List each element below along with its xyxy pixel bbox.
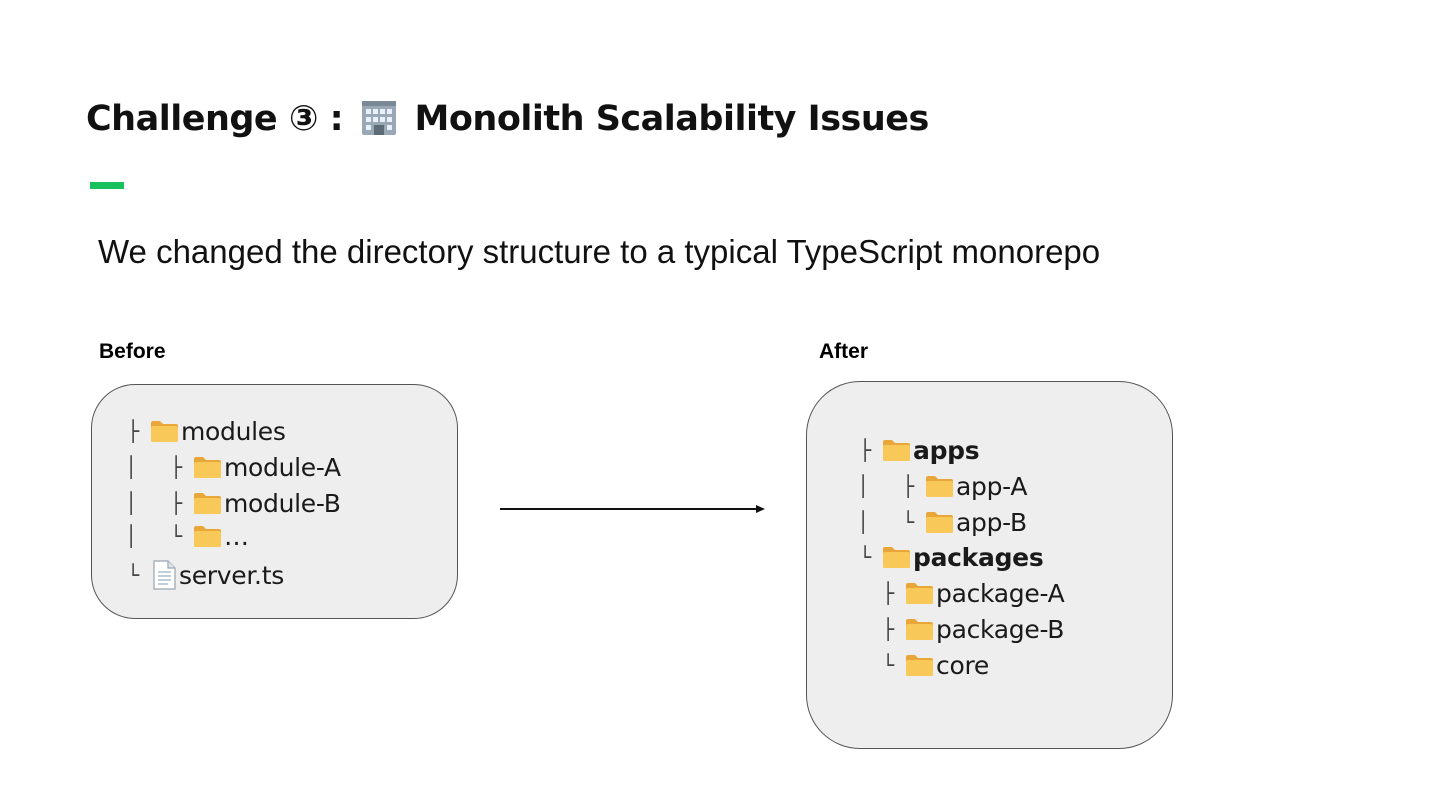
after-tree-item-label: app-A: [956, 471, 1028, 501]
before-tree-item-label: module-B: [224, 488, 341, 518]
folder-icon: [882, 438, 911, 462]
before-tree-item-label: …: [224, 521, 249, 551]
before-tree-item: server.ts: [150, 557, 284, 593]
after-tree-item: package-B: [905, 611, 1064, 647]
file-icon: [150, 560, 177, 590]
before-tree-guide: └: [170, 524, 183, 548]
after-tree-guide: └: [902, 510, 915, 534]
slide-subtitle: We changed the directory structure to a …: [98, 233, 1101, 270]
after-tree-item-label: core: [936, 650, 989, 680]
after-tree-guide: ├: [859, 438, 872, 462]
before-tree-guide: ├: [127, 419, 140, 443]
after-tree-guide: ├: [882, 617, 895, 641]
before-tree-guide: ├: [170, 491, 183, 515]
before-tree-item-label: module-A: [224, 452, 341, 482]
before-tree-item-label: server.ts: [179, 560, 284, 590]
before-tree-item-label: modules: [181, 416, 286, 446]
after-tree-item-label: apps: [913, 435, 980, 465]
office-building-icon: [359, 98, 399, 148]
folder-icon: [193, 455, 222, 479]
before-tree-item: module-A: [193, 449, 341, 485]
after-tree-item-label: app-B: [956, 507, 1027, 537]
title-suffix: Monolith Scalability Issues: [414, 99, 930, 139]
folder-icon: [193, 524, 222, 548]
after-tree-guide: │: [857, 474, 870, 498]
after-tree-item: apps: [882, 432, 980, 468]
folder-icon: [925, 474, 954, 498]
before-tree-guide: │: [125, 524, 138, 548]
before-label: Before: [99, 340, 166, 363]
after-tree-guide: └: [859, 545, 872, 569]
after-tree-item: core: [905, 647, 989, 683]
folder-icon: [150, 419, 179, 443]
after-tree-guide: └: [882, 653, 895, 677]
before-tree-guide: │: [125, 455, 138, 479]
after-tree-guide: ├: [902, 474, 915, 498]
folder-icon: [905, 581, 934, 605]
folder-icon: [905, 617, 934, 641]
folder-icon: [905, 653, 934, 677]
after-tree-guide: ├: [882, 581, 895, 605]
after-label: After: [819, 340, 869, 363]
before-tree-guide: └: [127, 563, 140, 587]
folder-icon: [193, 491, 222, 515]
after-tree-item: app-B: [925, 504, 1027, 540]
after-tree-guide: │: [857, 510, 870, 534]
after-tree-item: packages: [882, 539, 1044, 575]
after-tree-item-label: package-A: [936, 578, 1065, 608]
after-tree-item-label: package-B: [936, 614, 1065, 644]
after-tree-box: [806, 381, 1173, 749]
folder-icon: [882, 545, 911, 569]
before-tree-item: …: [193, 518, 249, 554]
before-tree-guide: ├: [170, 455, 183, 479]
slide-title: Challenge ③ : Monolith Scalability Issue…: [86, 96, 929, 148]
transition-arrow: [500, 505, 765, 513]
before-tree-item: module-B: [193, 485, 341, 521]
folder-icon: [925, 510, 954, 534]
title-accent-bar: [90, 182, 124, 189]
before-tree-item: modules: [150, 413, 286, 449]
after-tree-item: package-A: [905, 575, 1065, 611]
title-prefix: Challenge ③ :: [86, 99, 344, 139]
after-tree-item-label: packages: [913, 542, 1044, 572]
after-tree-item: app-A: [925, 468, 1027, 504]
before-tree-guide: │: [125, 491, 138, 515]
